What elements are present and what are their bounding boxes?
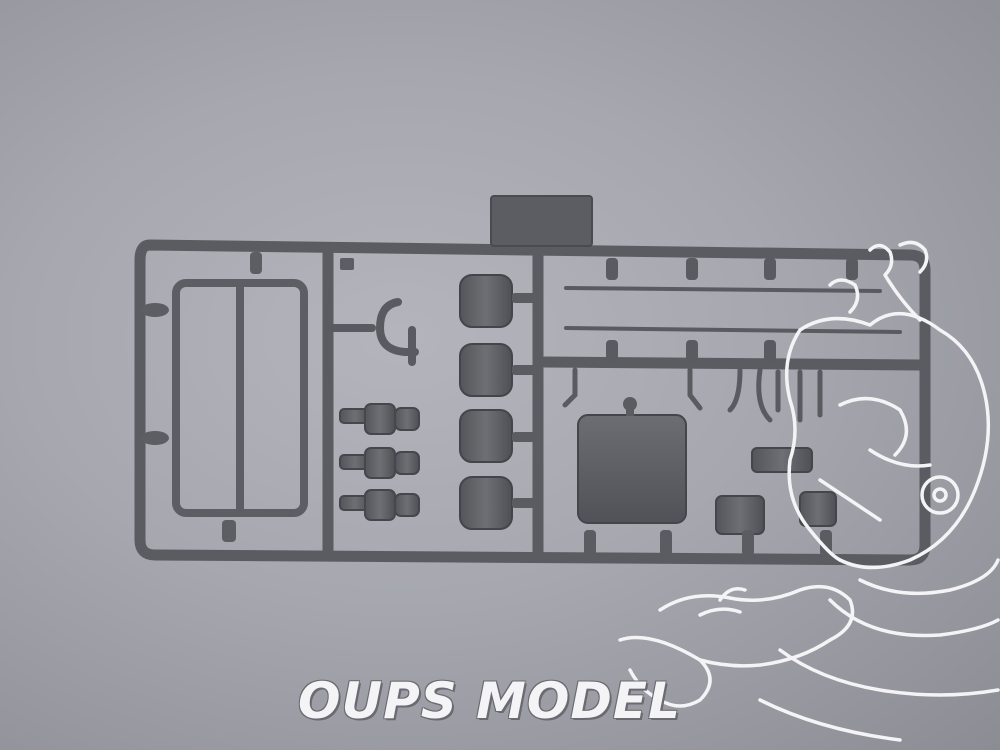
radiator-part [577,397,687,524]
cartoon-creature-mascot [618,240,1000,742]
sprue-tab [490,195,593,247]
bracket-parts [562,367,823,423]
engine-part [715,447,837,535]
headlamp-parts [339,403,420,521]
tank-parts [459,274,513,530]
hook-part [326,298,419,366]
rod-parts [564,258,902,362]
tank-gates [512,293,538,508]
bottom-gates [584,530,832,556]
window-frame-part [172,279,308,517]
watermark-text: OUPS MODEL [298,672,681,730]
frame-gates [141,252,354,542]
